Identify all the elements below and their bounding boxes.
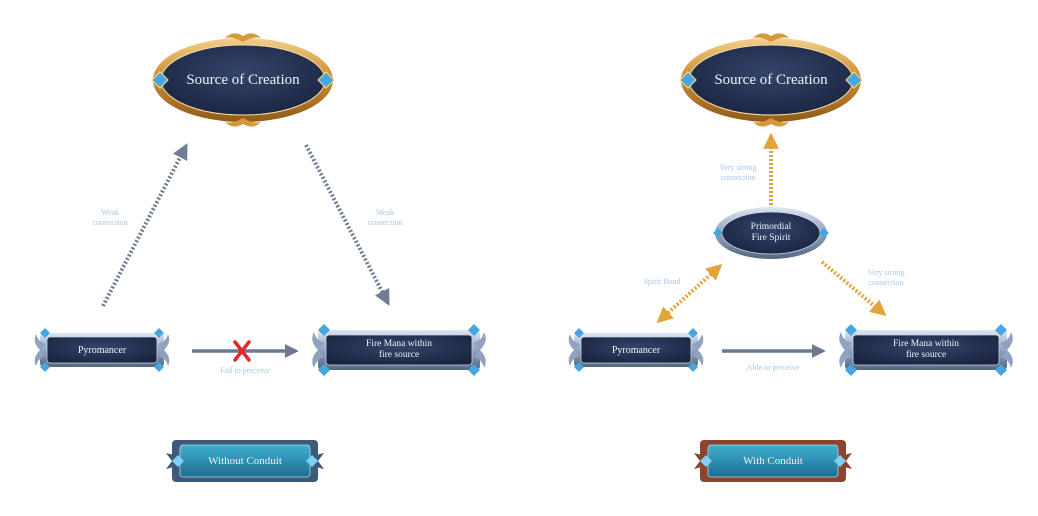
gem-icon — [151, 71, 169, 89]
badge-with-conduit — [694, 440, 852, 482]
target-label-left: Fire Mana within fire source — [366, 339, 432, 360]
weak-connection-label-right: Weak connection — [367, 208, 403, 227]
target-node-left — [312, 324, 486, 376]
target-node-right — [839, 324, 1013, 376]
badge-label-with: With Conduit — [743, 455, 803, 467]
gem-icon — [318, 324, 480, 376]
strong-connection-label-up: Very strong connection — [719, 163, 757, 182]
gem-icon — [700, 455, 846, 467]
gem-icon — [172, 455, 318, 467]
badge-without-conduit — [166, 440, 324, 482]
gem-icon — [845, 324, 1007, 376]
gem-icon — [679, 71, 697, 89]
source-node-right — [679, 33, 863, 127]
gem-icon — [317, 71, 335, 89]
source-node-left — [151, 33, 335, 127]
target-label-right: Fire Mana within fire source — [893, 339, 959, 360]
caster-label-left: Pyromancer — [77, 344, 127, 356]
caster-label-right: Pyromancer — [611, 344, 661, 356]
caster-node-left — [34, 328, 170, 372]
weak-connection-arrow-right — [304, 144, 390, 306]
gem-icon — [713, 228, 829, 238]
source-label-left: Source of Creation — [186, 71, 300, 88]
strong-connection-arrow-right — [820, 260, 887, 317]
perception-label-right: Able to perceive — [746, 363, 800, 372]
gem-icon — [845, 71, 863, 89]
blocked-x-icon — [233, 340, 251, 362]
spirit-bond-label: Spirit Bond — [643, 277, 681, 286]
badge-label-without: Without Conduit — [208, 455, 282, 467]
gem-icon — [574, 328, 698, 372]
weak-connection-label-left: Weak connection — [92, 208, 128, 227]
spirit-label: Primordial Fire Spirit — [750, 222, 792, 243]
perception-label-left: Fail to perceive — [220, 366, 270, 375]
spirit-node — [713, 207, 829, 259]
spirit-bond-arrow — [656, 263, 723, 324]
caster-node-right — [568, 328, 704, 372]
gem-icon — [40, 328, 164, 372]
source-label-right: Source of Creation — [714, 71, 828, 88]
strong-connection-label-right: Very strong connection — [867, 268, 905, 287]
